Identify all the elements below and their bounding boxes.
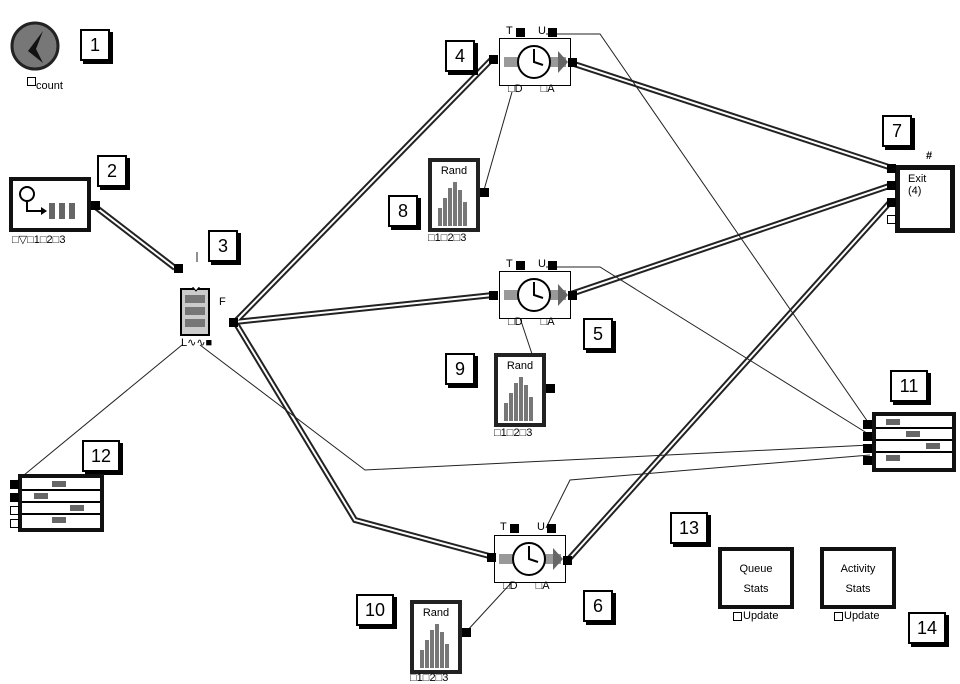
rand-9-title: Rand [506,360,534,372]
activity-4-bottom: □D□A [508,83,555,95]
rand-9[interactable]: Rand [494,353,546,427]
rand-10-ports: □1□2□3 [410,672,449,684]
rand-8-title: Rand [440,165,468,177]
exit-in-port-2[interactable] [887,181,896,190]
activity-5-u-port[interactable] [548,261,557,270]
activity-4-in-port[interactable] [489,55,498,64]
activity-stats-line-2: Stats [845,583,871,595]
label-11: 11 [890,370,928,402]
activity-4-box [499,38,571,86]
create-icon [19,186,75,219]
activity-4-u-port[interactable] [548,28,557,37]
plotter-12-port-1[interactable] [10,480,19,489]
activity-stats-block[interactable]: Activity Stats [820,547,896,609]
activity-6-box [494,535,566,583]
activity-5-in-port[interactable] [489,291,498,300]
create-out-port[interactable] [91,201,100,210]
queue-bottom-ports: L∿∿■ [181,337,213,349]
plotter-12-port-4[interactable] [10,519,19,528]
activity-6-bottom: □D□A [503,580,550,592]
label-1: 1 [80,29,110,61]
plotter-12-port-3[interactable] [10,506,19,515]
exit-count: (4) [908,185,922,197]
activity-6-in-port[interactable] [487,553,496,562]
activity-6-u-port[interactable] [547,524,556,533]
queue-f-label: F [219,296,226,308]
activity-6-out-port[interactable] [563,556,572,565]
activity-5-bottom: □D□A [508,316,555,328]
rand-8-ports: □1□2□3 [428,232,467,244]
activity-6-t: T [500,521,507,533]
exit-in-port-3[interactable] [887,198,896,207]
activity-6-t-port[interactable] [510,524,519,533]
activity-stats-line-1: Activity [840,563,876,575]
histogram-icon [438,182,467,226]
executive-icon[interactable] [10,21,60,71]
label-13: 13 [670,512,708,544]
queue-stats-update: Update [743,610,779,622]
rand-9-ports: □1□2□3 [494,427,533,439]
queue-in-port[interactable] [174,264,183,273]
label-7: 7 [882,115,912,147]
histogram-icon [504,377,533,421]
activity-4-u: U [538,25,546,37]
queue-stats-line-1: Queue [739,563,773,575]
table-icon [22,481,100,523]
activity-4-t-port[interactable] [516,28,525,37]
rand-10-title: Rand [422,607,450,619]
label-8: 8 [388,195,418,227]
label-9: 9 [445,353,475,385]
plotter-12[interactable] [18,474,104,532]
activity-5-out-port[interactable] [568,291,577,300]
plotter-11-port-4[interactable] [863,456,872,465]
activity-5-box [499,271,571,319]
activity-stats-update: Update [844,610,880,622]
label-3: 3 [208,230,238,262]
plotter-11-port-1[interactable] [863,420,872,429]
clock-icon [504,45,568,79]
plotter-11-port-3[interactable] [863,444,872,453]
queue-stats-update-port[interactable] [733,612,742,621]
activity-4-out-port[interactable] [568,58,577,67]
label-12: 12 [82,440,120,472]
rand-8-out-port[interactable] [480,188,489,197]
label-2: 2 [97,155,127,187]
activity-stats-update-port[interactable] [834,612,843,621]
create-block[interactable] [9,177,91,232]
plotter-11[interactable] [872,412,956,472]
queue-stats-block[interactable]: Queue Stats [718,547,794,609]
activity-5-t: T [506,258,513,270]
label-14: 14 [908,612,946,644]
clock-icon [499,542,563,576]
label-4: 4 [445,40,475,72]
label-10: 10 [356,594,394,626]
label-5: 5 [583,318,613,350]
count-label: count [36,80,63,92]
histogram-icon [420,624,449,668]
create-ports: □▽□1□2□3 [12,234,66,246]
activity-6-u: U [537,521,545,533]
clock-icon [504,278,568,312]
rand-10[interactable]: Rand [410,600,462,674]
plotter-12-port-2[interactable] [10,493,19,502]
plotter-11-port-2[interactable] [863,432,872,441]
exit-in-port-4[interactable] [887,215,896,224]
exit-title: Exit [908,173,927,185]
rand-9-out-port[interactable] [546,384,555,393]
table-icon [876,419,952,461]
exit-block[interactable]: Exit (4) [895,165,955,233]
activity-5-u: U [538,258,546,270]
activity-5-t-port[interactable] [516,261,525,270]
queue-stats-line-2: Stats [743,583,769,595]
count-port[interactable] [27,77,36,86]
exit-in-port-1[interactable] [887,164,896,173]
rand-8[interactable]: Rand [428,158,480,232]
exit-hash: # [926,150,933,162]
label-6: 6 [583,590,613,622]
activity-4-t: T [506,25,513,37]
queue-out-port[interactable] [229,318,238,327]
rand-10-out-port[interactable] [462,628,471,637]
queue-block[interactable] [179,284,217,339]
